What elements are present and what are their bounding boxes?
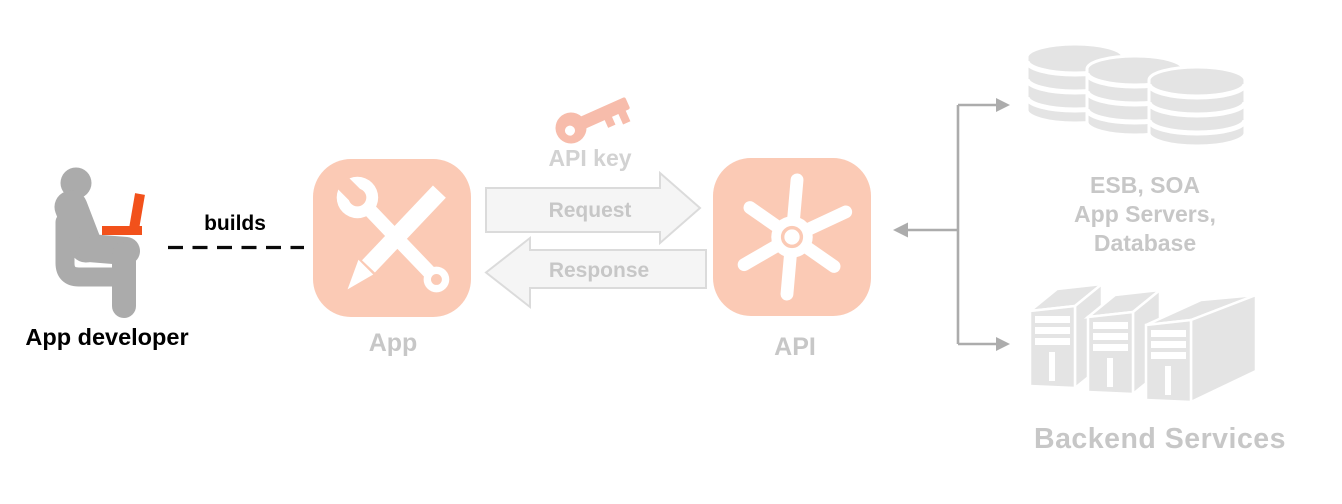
chair-icon <box>55 212 122 287</box>
pencil-body <box>360 185 446 274</box>
response-label: Response <box>549 259 649 282</box>
backend-services-label: Backend Services <box>1034 423 1286 455</box>
app-developer-icon <box>54 167 145 318</box>
builds-label: builds <box>204 212 266 235</box>
api-label: API <box>774 333 816 361</box>
api-key-label: API key <box>548 145 632 171</box>
api-tile <box>713 158 871 316</box>
gear-hub-ring <box>780 225 804 249</box>
arrowhead-right-top <box>996 98 1010 112</box>
wrench-pencil-icon <box>329 169 450 293</box>
request-arrow: Request <box>485 171 702 245</box>
response-arrow-shape <box>484 235 707 310</box>
wrench-handle <box>359 199 441 284</box>
app-tile <box>313 159 471 317</box>
wrench-opening <box>329 169 364 204</box>
backend-connector-lines <box>893 98 1010 351</box>
database-icon <box>1027 44 1245 146</box>
datastore-label-line1: ESB, SOA <box>1090 172 1200 198</box>
app-developer-label: App developer <box>25 324 189 350</box>
arrowhead-left-api <box>893 222 908 238</box>
request-arrow-shape <box>485 171 702 245</box>
datastore-label: ESB, SOA App Servers, Database <box>1040 171 1250 258</box>
pencil-tip <box>347 259 374 290</box>
datastore-label-line3: Database <box>1093 230 1197 256</box>
request-label: Request <box>549 199 632 222</box>
wrench-ring-hole <box>431 274 442 285</box>
backend-icons <box>1015 35 1258 404</box>
arrowhead-right-bottom <box>996 337 1010 351</box>
datastore-label-line2: App Servers, <box>1074 201 1216 227</box>
api-key-icon <box>555 97 631 144</box>
pencil-tip-notch <box>356 257 376 276</box>
server-icon <box>1028 282 1258 404</box>
laptop-base-icon <box>102 226 142 235</box>
builds-dashed-line <box>168 245 304 250</box>
gear-icon <box>737 173 853 301</box>
laptop-screen-icon <box>129 193 145 230</box>
response-arrow: Response <box>484 235 707 310</box>
app-label: App <box>368 329 418 357</box>
